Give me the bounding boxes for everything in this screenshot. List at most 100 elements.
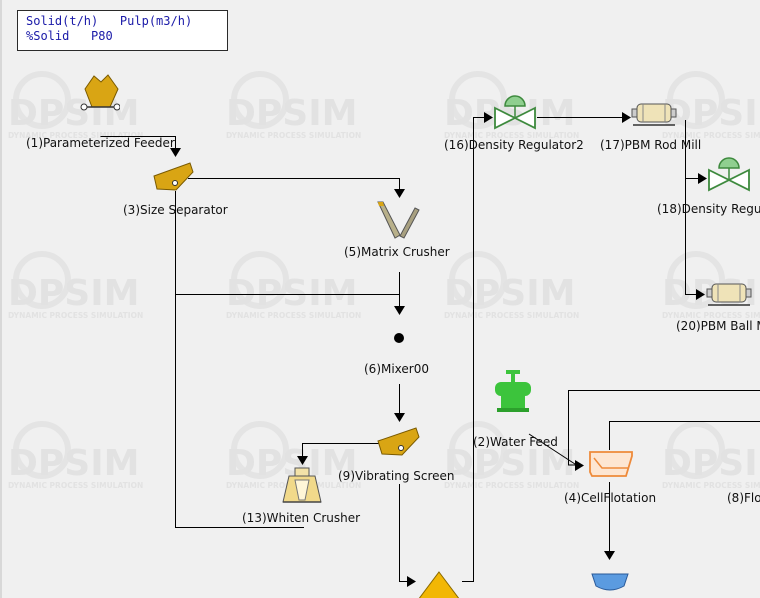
pump[interactable] bbox=[416, 570, 462, 598]
watermark-tagline: DYNAMIC PROCESS SIMULATION bbox=[662, 131, 760, 140]
watermark-tagline: DYNAMIC PROCESS SIMULATION bbox=[444, 481, 579, 490]
watermark-tagline: DYNAMIC PROCESS SIMULATION bbox=[8, 311, 143, 320]
watermark-logo bbox=[13, 421, 71, 479]
water-feed-icon bbox=[495, 370, 531, 412]
arrow-into-regulator18 bbox=[698, 173, 707, 184]
watermark-logo bbox=[449, 251, 507, 309]
tank-icon bbox=[591, 573, 629, 591]
label-density-regulator-2: (16)Density Regulator2 bbox=[444, 138, 584, 152]
label-vibrating-screen: (9)Vibrating Screen bbox=[338, 469, 455, 483]
stream-water-to-flotation bbox=[528, 433, 579, 467]
whiten-crusher-icon bbox=[282, 467, 322, 503]
stream-pump-to-regulator bbox=[462, 117, 487, 582]
arrow-into-whiten bbox=[297, 456, 308, 465]
stream-separator-undersize bbox=[175, 191, 304, 528]
pump-icon bbox=[418, 571, 460, 598]
label-water-feed: (2)Water Feed bbox=[473, 435, 558, 449]
label-size-separator: (3)Size Separator bbox=[123, 203, 228, 217]
watermark-logo bbox=[13, 251, 71, 309]
label-ball-mill: (20)PBM Ball M bbox=[676, 319, 760, 333]
ball-mill-icon bbox=[706, 283, 752, 306]
watermark-brand: DPSIM bbox=[226, 273, 357, 314]
watermark-brand: DPSIM bbox=[8, 93, 139, 134]
stream-rod-mill-to-ball-mill bbox=[685, 178, 699, 295]
watermark-brand: DPSIM bbox=[444, 273, 575, 314]
stream-lines bbox=[100, 117, 760, 582]
watermark-tagline: DYNAMIC PROCESS SIMULATION bbox=[8, 481, 143, 490]
matrix-crusher[interactable] bbox=[375, 200, 421, 244]
stream-separator-to-matrix-crusher bbox=[188, 178, 400, 193]
flotation-cell-icon bbox=[589, 451, 633, 477]
label-matrix-crusher: (5)Matrix Crusher bbox=[344, 245, 450, 259]
flotation-tank[interactable] bbox=[590, 570, 630, 598]
watermark-logo bbox=[667, 71, 725, 129]
valve-icon bbox=[494, 95, 536, 130]
watermark-logo bbox=[231, 71, 289, 129]
watermark-logo bbox=[449, 71, 507, 129]
watermark-logo bbox=[667, 421, 725, 479]
watermark-brand: DPSIM bbox=[444, 443, 575, 484]
watermark-logo bbox=[231, 421, 289, 479]
watermark-brand: DPSIM bbox=[226, 93, 357, 134]
watermark-tagline: DYNAMIC PROCESS SIMULATION bbox=[226, 131, 361, 140]
watermark-tagline: DYNAMIC PROCESS SIMULATION bbox=[662, 311, 760, 320]
water-feed[interactable] bbox=[493, 368, 533, 418]
watermark-logo bbox=[449, 421, 507, 479]
label-density-regulator-18: (18)Density Regu bbox=[657, 202, 760, 216]
arrow-into-separator bbox=[170, 148, 181, 157]
arrow-into-matrix-crusher bbox=[394, 189, 405, 198]
parameterized-feeder[interactable] bbox=[80, 73, 121, 117]
label-rod-mill: (17)PBM Rod Mill bbox=[600, 138, 702, 152]
rod-mill[interactable] bbox=[631, 100, 677, 132]
arrow-into-flotation-a bbox=[575, 460, 584, 471]
ball-mill[interactable] bbox=[706, 280, 752, 312]
rod-mill-icon bbox=[631, 103, 677, 126]
stream-legend: Solid(t/h) Pulp(m3/h) %Solid P80 bbox=[17, 10, 228, 51]
watermark-tagline: DYNAMIC PROCESS SIMULATION bbox=[444, 131, 579, 140]
vibrating-screen[interactable] bbox=[376, 427, 420, 461]
watermark-tagline: DYNAMIC PROCESS SIMULATION bbox=[226, 311, 361, 320]
mixer-icon bbox=[394, 333, 404, 343]
arrow-into-mixer bbox=[394, 306, 405, 315]
arrow-into-tank bbox=[604, 551, 615, 560]
watermark-tagline: DYNAMIC PROCESS SIMULATION bbox=[8, 131, 143, 140]
feeder-icon bbox=[80, 74, 121, 111]
stream-screen-to-pump bbox=[399, 484, 410, 582]
arrow-into-screen bbox=[394, 413, 405, 422]
vibrating-screen-icon bbox=[377, 427, 420, 456]
density-regulator-18[interactable] bbox=[706, 156, 752, 200]
label-mixer: (6)Mixer00 bbox=[364, 362, 430, 376]
watermark-tagline: DYNAMIC PROCESS SIMULATION bbox=[444, 311, 579, 320]
label-whiten-crusher: (13)Whiten Crusher bbox=[242, 511, 361, 525]
watermark-logo bbox=[13, 71, 71, 129]
watermark-tagline: DYNAMIC PROCESS SIMULATION bbox=[662, 481, 760, 490]
cell-flotation[interactable] bbox=[588, 450, 634, 482]
valve-icon bbox=[708, 157, 750, 192]
legend-line-2: %Solid P80 bbox=[26, 29, 113, 43]
label-parameterized-feeder: (1)Parameterized Feeder bbox=[26, 136, 175, 150]
stream-feed-to-cell8 bbox=[609, 421, 760, 450]
size-separator[interactable] bbox=[152, 162, 194, 196]
size-separator-icon bbox=[153, 162, 194, 191]
stream-screen-to-whiten bbox=[302, 443, 392, 459]
matrix-crusher-icon bbox=[377, 201, 420, 239]
arrow-into-rod-mill bbox=[622, 112, 631, 123]
stream-feeder-to-separator bbox=[100, 136, 176, 151]
density-regulator-2[interactable] bbox=[492, 94, 538, 138]
legend-line-1: Solid(t/h) Pulp(m3/h) bbox=[26, 14, 193, 28]
watermark-brand: DPSIM bbox=[662, 443, 760, 484]
whiten-crusher[interactable] bbox=[281, 466, 323, 510]
stream-arrows bbox=[170, 112, 707, 587]
label-flotation-8: (8)Flo bbox=[727, 491, 760, 505]
arrow-into-ball-mill bbox=[696, 289, 705, 300]
stream-recycle-to-flotation bbox=[568, 390, 760, 466]
mixer[interactable] bbox=[392, 330, 406, 349]
watermark-brand: DPSIM bbox=[8, 273, 139, 314]
label-cell-flotation: (4)CellFlotation bbox=[564, 491, 657, 505]
watermark-logo bbox=[231, 251, 289, 309]
arrow-into-regulator16 bbox=[484, 112, 493, 123]
watermark-brand: DPSIM bbox=[662, 93, 760, 134]
